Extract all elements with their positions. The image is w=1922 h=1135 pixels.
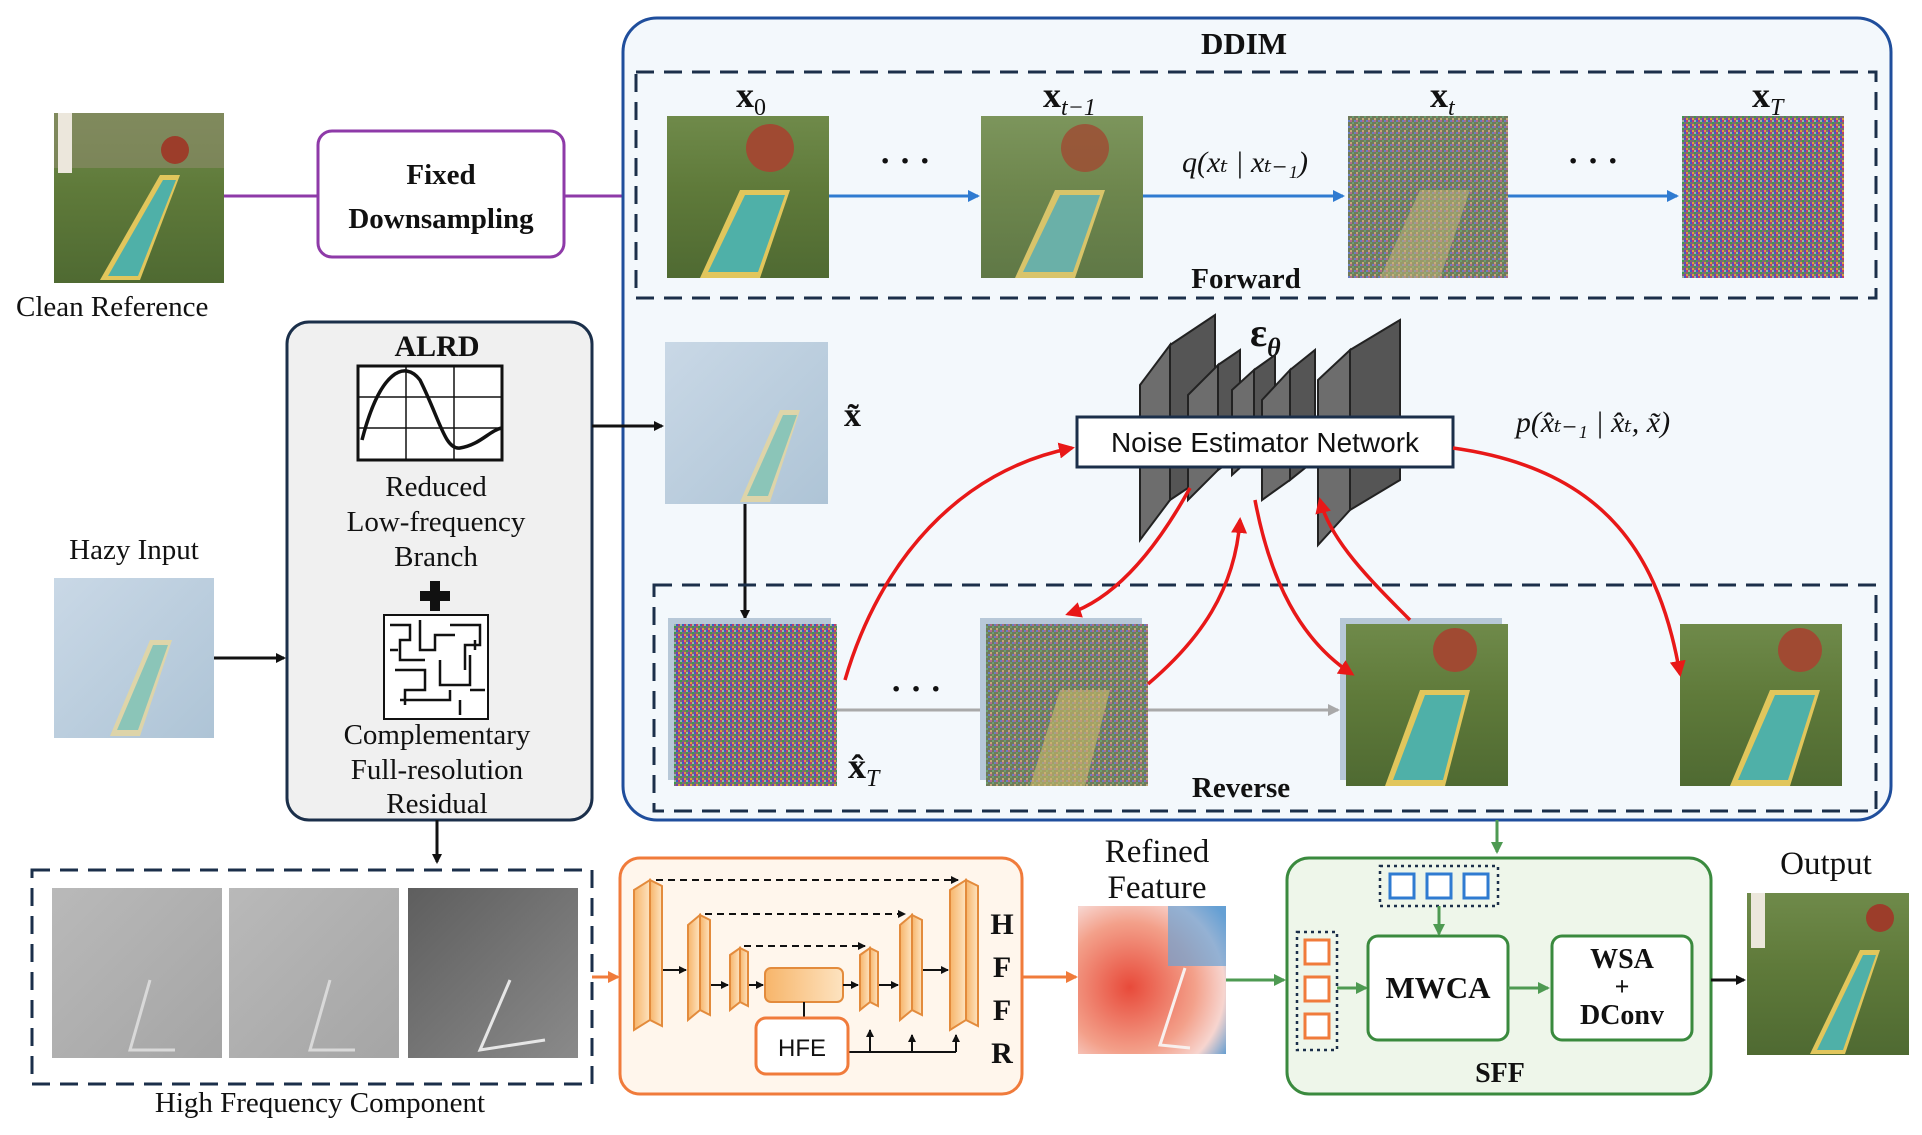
mwca-label: MWCA [1385,970,1491,1005]
hf-box [30,868,594,1086]
hffr-letter-f1: F [993,951,1011,984]
hffr-unet-layers [633,878,979,1032]
hf-image-3 [408,888,578,1058]
x0-label: x0 [736,75,766,121]
hffr-letter-f2: F [993,994,1011,1027]
hffr-letter-r: R [991,1037,1013,1070]
p-formula: p(x̂ₜ₋₁ | x̂ₜ, x̃) [1514,406,1670,439]
wsa-label-line3: DConv [1580,1000,1664,1031]
xt-label: xt [1430,75,1456,121]
noise-estimator-label: Noise Estimator Network [1111,427,1420,458]
red-arrow-xhatT-to-net [843,442,1075,681]
xt-image [1348,116,1508,278]
hf-image-1 [52,888,222,1058]
red-arrow-net-to-late [1253,499,1355,676]
reverse-box [652,583,1878,813]
hf-image-2 [229,888,399,1058]
red-arrows [843,442,1686,686]
epsilon-theta-label: εθ [1250,310,1281,362]
sff-orange-tokens [1295,930,1339,1052]
reverse-label: Reverse [1192,772,1290,804]
xt1-image [981,116,1143,278]
hfe-label: HFE [778,1035,826,1062]
hffr-flow-arrows [663,966,960,1053]
xT-label: xT [1752,75,1785,121]
sff-label: SFF [1475,1058,1525,1089]
alrd-title: ALRD [394,330,479,363]
hffr-skip-connections [656,876,959,950]
forward-box [634,70,1878,300]
refined-label-line1: Refined [1105,834,1210,870]
clean-reference-label: Clean Reference [16,291,208,323]
alrd-low-line2: Low-frequency [347,506,526,538]
plus-icon [420,581,450,611]
x0-image [667,116,829,278]
refined-label-line2: Feature [1108,870,1207,906]
fixed-downsampling-block: Fixed Downsampling [316,129,566,259]
red-arrow-net-to-mid [1065,487,1192,618]
red-arrow-net-to-final [1452,446,1686,677]
x-tilde-image [665,342,828,504]
ellipsis-reverse: · · · [890,671,941,708]
hf-component-label: High Frequency Component [155,1087,485,1119]
ellipsis-forward-1: · · · [879,143,930,180]
hazy-input-label: Hazy Input [69,534,199,566]
reverse-final-image [1680,624,1842,786]
output-image [1747,893,1909,1055]
xT-image [1682,116,1844,278]
wsa-label-line2: + [1615,972,1630,1001]
reverse-late-image [1340,618,1508,786]
fixed-label-line1: Fixed [406,159,475,191]
low-frequency-plot-icon [356,364,504,462]
x-tilde-label: x̃ [844,397,861,434]
xhatT-image [668,618,837,786]
hazy-input-image [54,578,214,738]
xhatT-label: x̂T [848,746,881,792]
alrd-low-line1: Reduced [385,471,487,503]
alrd-res-line2: Full-resolution [351,754,524,786]
clean-reference-image [54,113,224,283]
residual-maze-icon [383,614,489,720]
output-label: Output [1780,846,1872,882]
reverse-mid-image [980,618,1148,786]
refined-feature-heatmap [1078,906,1226,1054]
red-arrow-mid-to-net [1146,517,1248,686]
alrd-low-line3: Branch [394,541,478,573]
alrd-res-line1: Complementary [344,719,531,751]
wsa-label-line1: WSA [1590,944,1655,975]
noise-estimator-box [1075,415,1455,469]
ellipsis-forward-2: · · · [1567,143,1618,180]
hfe-box [754,1016,850,1076]
forward-label: Forward [1191,263,1301,295]
fixed-label-line2: Downsampling [348,203,534,235]
alrd-res-line3: Residual [386,788,488,820]
hffr-letter-h: H [990,908,1013,941]
q-formula: q(xₜ | xₜ₋₁) [1182,146,1308,179]
sff-blue-tokens [1378,864,1500,908]
wsa-box [1550,934,1694,1042]
ddim-title: DDIM [1201,26,1287,61]
red-arrow-late-to-net [1315,497,1412,622]
